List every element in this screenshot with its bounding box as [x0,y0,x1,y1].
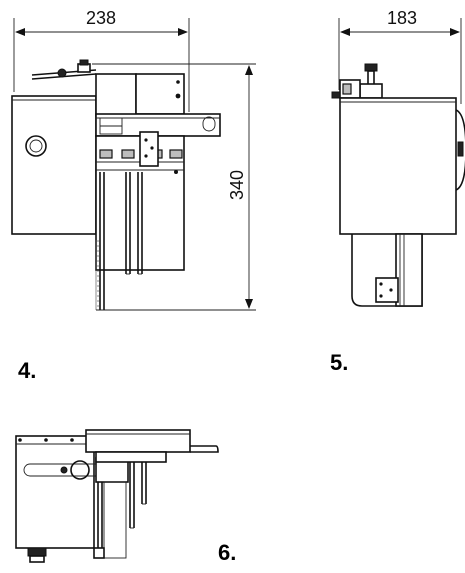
view-label-front: 4. [18,358,36,383]
height-dimension-front-label: 340 [227,170,247,200]
height-dimension-front: 340 [92,63,256,311]
width-dimension-front: 238 [13,8,190,112]
view-label-side: 5. [330,350,348,375]
front-view: 238 340 [11,8,256,311]
width-dimension-side-label: 183 [387,8,417,28]
top-view [15,429,219,563]
knob-icon [25,135,47,157]
width-dimension-front-label: 238 [86,8,116,28]
width-dimension-side: 183 [338,8,462,104]
view-label-top: 6. [218,540,236,565]
side-view: 183 [331,8,465,307]
